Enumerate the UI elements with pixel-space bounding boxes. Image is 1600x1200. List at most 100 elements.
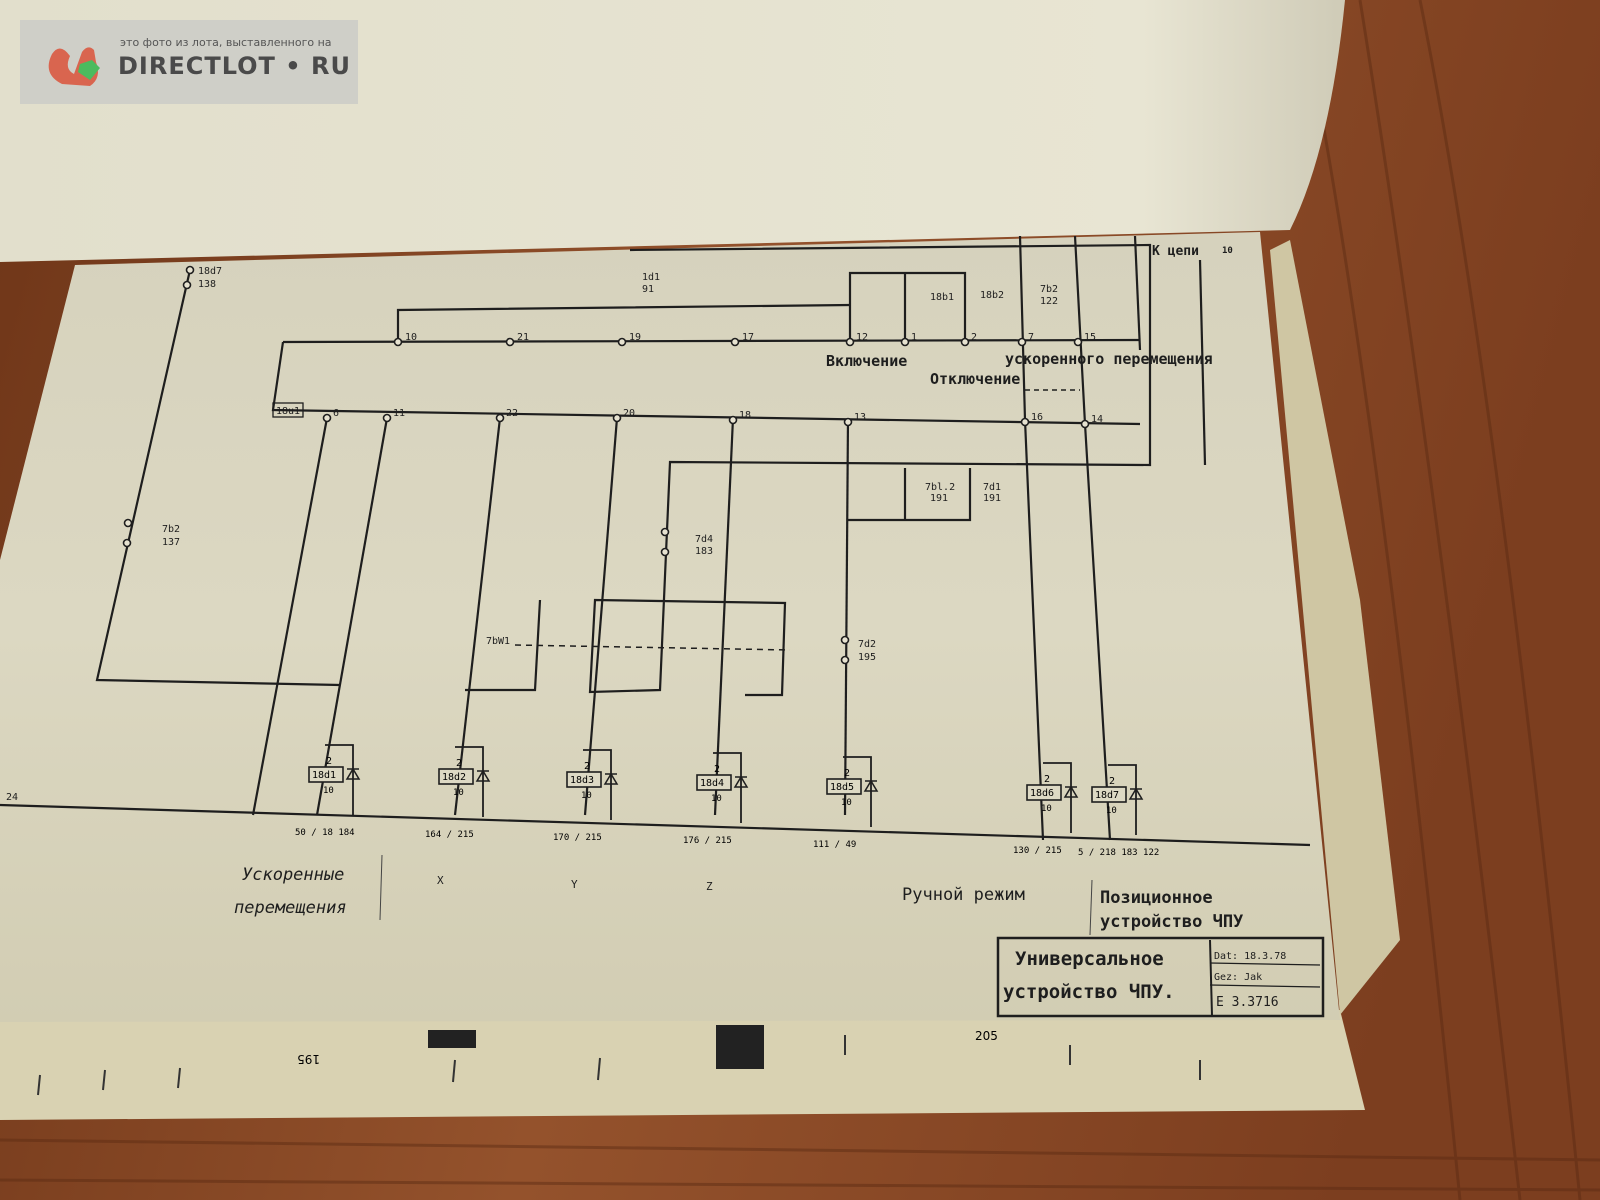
to-circuit-ref: 10 — [1222, 246, 1233, 256]
sheet-edges — [1270, 240, 1400, 1015]
bus-label: 24 — [6, 792, 18, 803]
title-block: Универсальное устройство ЧПУ. Dat: 18.3.… — [996, 936, 1325, 1018]
title-block-title: Универсальное — [1015, 948, 1164, 970]
mode-label-on: Включение — [826, 352, 907, 370]
contact-label: 7d2 — [858, 639, 876, 650]
node-label: 18 — [739, 410, 751, 421]
sheet-mark — [428, 1030, 476, 1048]
group-label-manual: Ручной режим — [902, 885, 1025, 905]
relay-terminal: 2 — [1044, 774, 1050, 785]
divider — [379, 854, 383, 921]
node-label: 14 — [1091, 414, 1103, 425]
node-label: 19 — [629, 332, 641, 343]
contact-ref: 195 — [858, 652, 876, 663]
ruler-ticks — [37, 1035, 1201, 1096]
relay-terminal: 2 — [456, 758, 462, 769]
contact-label: 18d7 — [198, 266, 222, 277]
relay-terminal: 10 — [453, 788, 464, 798]
binding-hole — [716, 1025, 764, 1069]
relay-name: 18d2 — [442, 772, 466, 783]
relay-coil-18d2: 18d2 2 10 164 / 215 — [425, 746, 491, 840]
relay-refs: 176 / 215 — [683, 836, 732, 846]
relay-name: 18d3 — [570, 775, 594, 786]
diode-icon — [603, 772, 619, 785]
diode-icon — [1128, 787, 1144, 800]
schematic-sheet — [0, 232, 1340, 1022]
node-label: 11 — [393, 408, 405, 419]
relay-name: 18d4 — [700, 778, 724, 789]
relay-box — [1026, 784, 1062, 801]
contact-label: 7b2 — [162, 524, 180, 535]
relay-terminal: 10 — [1041, 804, 1052, 814]
relay-terminal: 10 — [711, 794, 722, 804]
group-label-y: Y — [571, 878, 578, 891]
title-block-title: устройство ЧПУ. — [1003, 981, 1175, 1003]
relay-terminal: 2 — [1109, 776, 1115, 787]
node-label: 20 — [623, 408, 635, 419]
group-label: Ускоренные — [242, 865, 344, 885]
node-label: 13 — [854, 412, 866, 423]
node-label: 10 — [405, 332, 417, 343]
relay-refs: 5 / 218 183 122 — [1078, 848, 1159, 858]
node-label: 6 — [333, 408, 339, 419]
relay-name: 18d7 — [1095, 790, 1119, 801]
relay-terminal: 10 — [1106, 806, 1117, 816]
contact-ref: 91 — [642, 284, 654, 295]
group-label-z: Z — [706, 880, 713, 893]
node-label: 12 — [856, 332, 868, 343]
contact-ref: 138 — [198, 279, 216, 290]
relay-name: 18d6 — [1030, 788, 1054, 799]
lower-sheet — [0, 1010, 1365, 1120]
node-label: 17 — [742, 332, 754, 343]
title-block-drawn: Gez: Jak — [1214, 972, 1262, 983]
group-label: устройство ЧПУ — [1100, 912, 1243, 932]
node-label: 21 — [517, 332, 529, 343]
contact-label: 7bW1 — [486, 636, 510, 647]
relay-terminal: 2 — [714, 764, 720, 775]
relay-box — [438, 768, 474, 785]
node-label: 22 — [506, 408, 518, 419]
relay-terminal: 2 — [844, 768, 850, 779]
relay-terminal: 2 — [326, 756, 332, 767]
group-label: Позиционное — [1100, 888, 1213, 908]
relay-coil-18d4: 18d4 2 10 176 / 215 — [683, 752, 749, 846]
mode-label-rapid: ускоренного перемещения — [1005, 350, 1213, 368]
diode-icon — [863, 779, 879, 792]
watermark: это фото из лота, выставленного на DIREC… — [20, 20, 358, 104]
relay-terminal: 10 — [841, 798, 852, 808]
contact-label: 7b2 — [1040, 284, 1058, 295]
node-label: 2 — [971, 332, 977, 343]
ruler-mark: 205 — [975, 1029, 998, 1043]
node-label: 16 — [1031, 412, 1043, 423]
contact-ref: 122 — [1040, 296, 1058, 307]
diode-icon — [733, 775, 749, 788]
relay-box — [308, 766, 344, 783]
mode-label-off: Отключение — [930, 370, 1020, 388]
relay-terminal: 2 — [584, 761, 590, 772]
contact-ref: 191 — [983, 493, 1001, 504]
node-label: 1 — [911, 332, 917, 343]
diode-icon — [1063, 785, 1079, 798]
title-block-date: Dat: 18.3.78 — [1214, 951, 1286, 962]
diode-icon — [345, 767, 361, 780]
contact-label: 7d4 — [695, 534, 713, 545]
node-label: 15 — [1084, 332, 1096, 343]
group-label-x: X — [437, 874, 444, 887]
contact-label: 18b2 — [980, 290, 1004, 301]
relay-name: 18d1 — [312, 770, 336, 781]
relay-refs: 164 / 215 — [425, 830, 474, 840]
contact-label: 7d1 — [983, 482, 1001, 493]
contact-ref: 183 — [695, 546, 713, 557]
watermark-brand: DIRECTLOT • RU — [118, 52, 351, 80]
contact-label: 1d1 — [642, 272, 660, 283]
mechanical-link — [514, 644, 791, 651]
contact-label: 18u1 — [276, 406, 300, 417]
watermark-caption: это фото из лота, выставленного на — [120, 36, 332, 49]
node-label: 7 — [1028, 332, 1034, 343]
relay-refs: 170 / 215 — [553, 833, 602, 843]
